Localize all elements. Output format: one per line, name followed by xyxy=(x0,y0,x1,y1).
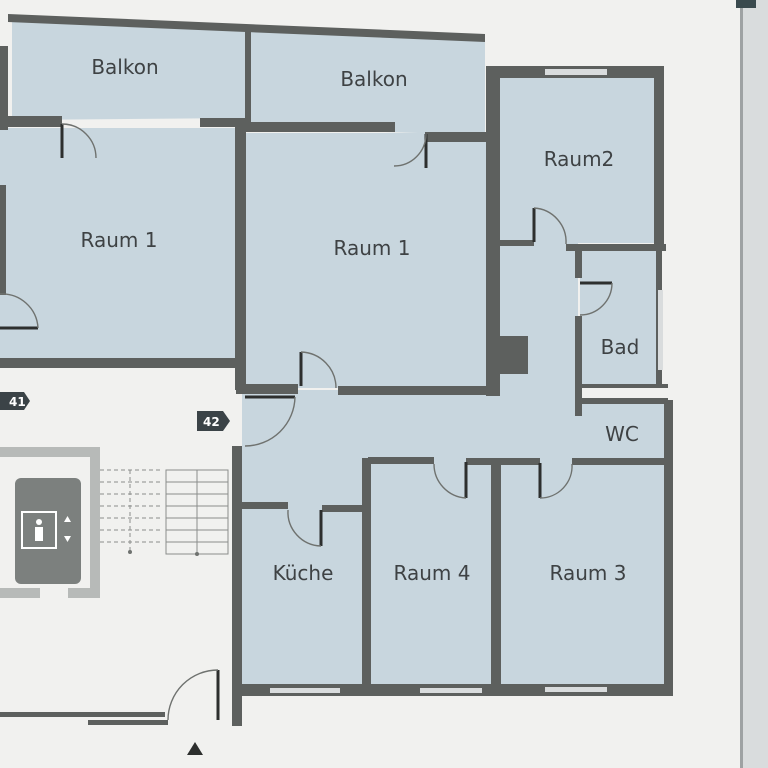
wall xyxy=(88,720,168,725)
door-swing xyxy=(287,509,322,547)
elevator-shaft-wall xyxy=(68,588,100,598)
wall xyxy=(200,118,248,127)
balkon-mid-area xyxy=(250,28,485,135)
balkon-left-area xyxy=(12,20,245,120)
wc-area xyxy=(580,402,668,462)
door-swing xyxy=(61,123,97,159)
wall xyxy=(500,240,534,246)
door-swing xyxy=(539,463,573,499)
room-label-bad: Bad xyxy=(601,335,640,359)
room-fills xyxy=(0,20,668,687)
room-label-balkon-mid: Balkon xyxy=(340,67,407,91)
room-label-wc: WC xyxy=(605,422,639,446)
window xyxy=(545,69,607,75)
doors xyxy=(0,123,613,721)
room-label-balkon-left: Balkon xyxy=(91,55,158,79)
room-label-raum1-mid: Raum 1 xyxy=(334,236,411,260)
door-swing xyxy=(433,463,467,499)
wall xyxy=(654,70,664,250)
room-label-raum3: Raum 3 xyxy=(550,561,627,585)
elevator-icon xyxy=(15,478,81,584)
arrow-up-icon xyxy=(64,516,71,522)
wall xyxy=(240,502,288,509)
badge-42: 42 xyxy=(197,411,230,431)
person-icon-body xyxy=(35,527,43,541)
wall xyxy=(576,398,668,404)
wall xyxy=(0,46,8,130)
unit-badge-41 xyxy=(0,392,30,410)
stair-dot xyxy=(128,550,132,554)
wall xyxy=(425,132,495,142)
wall xyxy=(245,122,395,132)
wall xyxy=(576,384,668,388)
wall xyxy=(0,712,165,717)
wall xyxy=(368,457,434,464)
door-swing xyxy=(300,351,337,389)
door-swing xyxy=(0,293,39,329)
wall xyxy=(572,458,672,465)
unit-badge-41-label: 41 xyxy=(9,395,26,409)
room-label-kueche: Küche xyxy=(273,561,334,585)
unit-badge-42-label: 42 xyxy=(203,415,220,429)
arrow-down-icon xyxy=(64,536,71,542)
page-edge xyxy=(740,0,768,768)
elevator-door-icon xyxy=(21,511,57,549)
raum4-area xyxy=(370,462,492,687)
room-label-raum4: Raum 4 xyxy=(394,561,471,585)
elevator-shaft-wall xyxy=(0,588,40,598)
door-swing xyxy=(244,396,296,447)
bad-area xyxy=(580,250,660,385)
wall xyxy=(575,248,582,278)
wall xyxy=(0,358,240,368)
window xyxy=(270,688,340,693)
room-label-raum1-left: Raum 1 xyxy=(81,228,158,252)
window xyxy=(420,688,482,693)
wall xyxy=(491,460,501,690)
entrance-arrow-icon xyxy=(187,742,203,755)
door-swing xyxy=(579,282,613,316)
door-swing xyxy=(393,133,427,167)
badge-41: 41 xyxy=(0,392,30,410)
door-swing xyxy=(167,669,219,721)
wall xyxy=(235,122,246,390)
wall xyxy=(232,446,242,726)
window xyxy=(545,687,607,692)
wall xyxy=(362,458,371,690)
raum3-area xyxy=(500,462,665,684)
raum1-mid-area xyxy=(245,133,488,388)
wall xyxy=(322,505,370,512)
wall xyxy=(0,116,62,127)
kueche-area xyxy=(240,505,365,687)
raum1-left-area xyxy=(0,128,237,360)
wall xyxy=(664,400,673,692)
wall xyxy=(236,384,298,394)
wall xyxy=(245,26,251,126)
windows xyxy=(270,69,663,693)
wall xyxy=(575,316,582,416)
raum2-area xyxy=(498,78,656,243)
wall xyxy=(566,244,666,251)
elevator-shaft-wall xyxy=(0,447,100,457)
room-label-raum2: Raum2 xyxy=(544,147,615,171)
elevator-shaft-wall xyxy=(90,447,100,597)
wall xyxy=(0,185,6,295)
stair-dot xyxy=(195,552,199,556)
room-labels: Balkon Balkon Raum 1 Raum 1 Raum2 Bad WC… xyxy=(81,55,640,585)
page-edge-line xyxy=(740,0,743,768)
wall xyxy=(466,458,540,465)
wall xyxy=(338,386,493,395)
door-swing xyxy=(533,207,567,245)
window xyxy=(658,290,663,370)
wall xyxy=(486,66,500,396)
person-icon xyxy=(36,519,42,525)
page-corner-mark xyxy=(736,0,756,8)
unit-badge-42 xyxy=(197,411,230,431)
stairs xyxy=(100,469,229,556)
wall xyxy=(500,336,528,374)
elevator xyxy=(0,447,100,598)
